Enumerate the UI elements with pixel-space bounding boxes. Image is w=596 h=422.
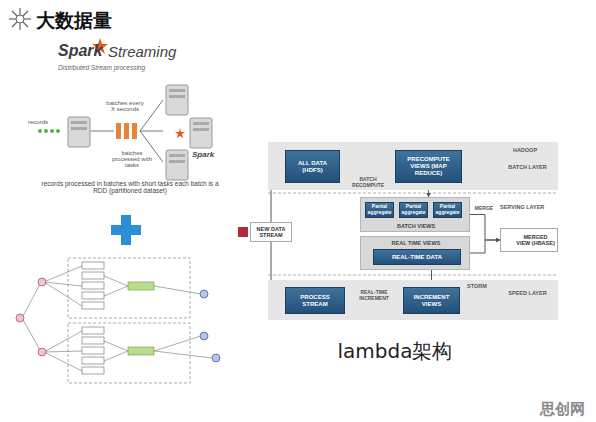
process-box: INCREMENT VIEWS	[403, 287, 460, 314]
description: records processed in batches with short …	[40, 180, 220, 194]
watermark: 思创网	[540, 400, 592, 419]
node-text: Partial aggregate	[367, 204, 392, 216]
node-text: PROCESS STREAM	[288, 294, 342, 308]
annotation: records	[28, 119, 58, 125]
aggregate-box: Partial aggregate	[365, 202, 394, 218]
view-box: BATCH VIEWS Partial aggregate Partial aggr…	[360, 197, 470, 232]
node-text: SPEED LAYER	[500, 290, 555, 296]
node-text: STORM	[462, 283, 492, 289]
view-box: REAL TIME VIEWS REAL-TIME DATA	[360, 236, 470, 270]
node-text: NEW DATA STREAM	[253, 226, 289, 239]
edge-label: MERGE	[472, 205, 496, 211]
node-text: PRECOMPUTE VIEWS (MAP REDUCE)	[398, 156, 459, 177]
source-box: NEW DATA STREAM	[250, 222, 292, 242]
node-text: MERGED VIEW (HBASE)	[516, 234, 555, 247]
edge-label: BATCH RECOMPUTE	[345, 176, 391, 188]
layer-band: STORM SPEED LAYER PROCESS STREAM INCREMENT …	[268, 280, 558, 320]
node-text: HADOOP	[500, 147, 550, 153]
node-text: Partial aggregate	[401, 204, 426, 216]
logo-text: Streaming	[108, 43, 188, 60]
process-box: ALL DATA (HDFS)	[285, 150, 340, 183]
data-box: REAL-TIME DATA	[373, 249, 461, 265]
layer-band: HADOOP BATCH LAYER ALL DATA (HDFS) PRECOMPU…	[268, 142, 558, 190]
node-text: BATCH LAYER	[500, 164, 555, 170]
subtitle: Distributed Stream processing	[58, 64, 168, 71]
edge-label: REAL-TIME INCREMENT	[350, 289, 398, 301]
annotation: batches every X seconds	[104, 100, 146, 112]
node-text: Partial aggregate	[435, 204, 460, 216]
logo-text: Spark	[192, 150, 222, 159]
connector	[470, 215, 500, 241]
store-box: MERGED VIEW (HBASE)	[500, 228, 558, 252]
title: 大数据量	[36, 8, 112, 34]
logo-text: Spark	[58, 42, 102, 60]
node-text: ALL DATA (HDFS)	[288, 160, 337, 174]
aggregate-box: Partial aggregate	[399, 202, 428, 218]
annotation: batches processed with tasks	[110, 150, 154, 168]
node-text: INCREMENT VIEWS	[406, 294, 457, 308]
node-text: REAL TIME VIEWS	[361, 240, 471, 246]
caption: lambda架构	[320, 338, 470, 365]
process-box: PRECOMPUTE VIEWS (MAP REDUCE)	[395, 150, 462, 183]
layer-label: SERVING LAYER	[500, 204, 556, 210]
node-text: REAL-TIME DATA	[392, 254, 442, 261]
connector	[470, 240, 500, 253]
aggregate-box: Partial aggregate	[433, 202, 462, 218]
node-text: BATCH VIEWS	[361, 223, 471, 229]
process-box: PROCESS STREAM	[285, 287, 345, 314]
